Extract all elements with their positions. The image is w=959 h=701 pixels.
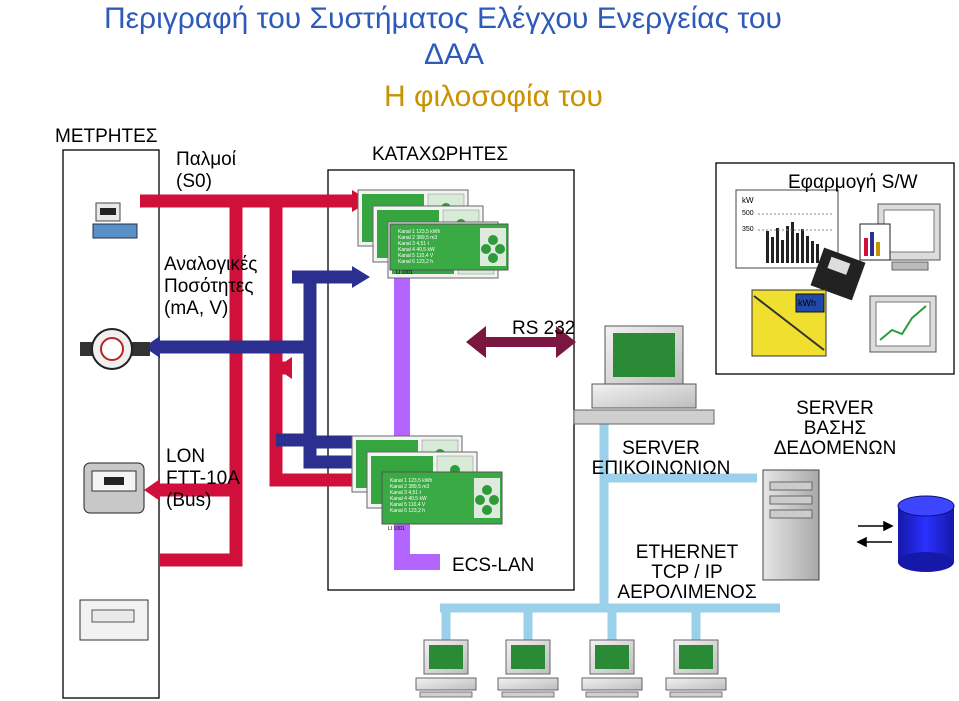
db-server-label-line1: SERVER [796,398,874,419]
rs232-label: RS 232 [512,318,576,339]
panel-row-value: 110,4 V [416,253,434,259]
chart-tick-350: 350 [742,226,754,233]
blue-signal-lines [160,270,352,469]
comm-server-pc-icon [573,325,715,425]
recorder-panels-top [357,189,509,279]
panel-row-value: 389,5 m3 [408,484,430,490]
page-subtitle: Η φιλοσοφία του [384,80,603,113]
chart-tick-500: 500 [742,210,754,217]
software-chart-screen [735,189,839,269]
page-title-line2: ΔΑΑ [424,38,485,71]
comm-server-label-line2: ΕΠΙΚΟΙΝΩΝΙΩΝ [591,458,731,479]
panel-row-value: 40,5 kW [408,496,427,502]
meters-frame [62,149,160,699]
pulse-meter-icon [92,202,138,239]
bus-label-line2: FTT-10A [166,468,240,489]
arrow-red-4 [144,479,160,501]
bus-label-line3: (Bus) [166,490,212,511]
panel-row-label: Kanal 1 [390,478,407,484]
recorder-panels-bottom [351,435,503,525]
workstation-pc-2 [497,639,559,698]
panel-row-label: Kanal 2 [390,484,407,490]
panel-row-value: 4,51 t [416,241,429,247]
chart-bars [766,222,819,263]
panel-footer-top: LI 1001 [396,270,413,276]
recorders-heading: ΚΑΤΑΧΩΡΗΤΕΣ [372,144,509,165]
pulses-label-line1: Παλμοί [176,149,236,170]
ethernet-label-line2: TCP / IP [651,562,723,583]
rs232-arrow [466,326,576,358]
panel-row-label: Kanal 6 [390,508,407,514]
panel-row-label: Kanal 4 [398,247,415,253]
panel-row-value: 123,2 h [416,259,434,265]
panel-row-label: Kanal 5 [398,253,415,259]
workstation-pc-3 [581,639,643,698]
trend-screen-icon [869,295,937,353]
din-meter-icon [79,599,149,641]
pulses-label-line2: (S0) [176,171,212,192]
ethernet-label-line1: ETHERNET [635,542,739,563]
panel-row-value: 110,4 V [408,502,426,508]
meters-heading: ΜΕΤΡΗΤΕΣ [55,126,158,147]
ethernet-network [440,416,780,642]
purple-ecs-lan-line [394,258,440,570]
panel-row-value: 123,5 kWh [408,478,433,484]
workstation-pc-4 [665,639,727,698]
page-title-line1: Περιγραφή του Συστήματος Ελέγχου Ενεργεί… [104,2,782,35]
chart-unit-label: kW [742,196,754,205]
analog-meter-icon [80,328,150,370]
db-link-arrows [856,520,894,548]
panel-display-top: Kanal 1 123,5 kWh Kanal 2 389,5 m3 Kanal… [398,229,440,265]
panel-row-value: 123,5 kWh [416,229,441,235]
comm-server-label-line1: SERVER [622,438,700,459]
panel-row-label: Kanal 2 [398,235,415,241]
analog-label-line3: (mA, V) [164,298,229,319]
workstation-pc-1 [415,639,477,698]
panel-row-label: Kanal 6 [398,259,415,265]
bus-label-line1: LON [166,446,206,467]
database-cylinder-icon [897,495,955,572]
panel-row-label: Kanal 4 [390,496,407,502]
panel-row-label: Kanal 1 [398,229,415,235]
analog-label-line1: Αναλογικές [164,254,258,275]
floppy-disk-icon [810,247,866,301]
panel-row-value: 123,2 h [408,508,426,514]
panel-row-value: 4,51 t [408,490,421,496]
ecs-lan-label: ECS-LAN [452,555,535,576]
kwh-card-icon [795,293,825,313]
red-line-meter-bottom [160,201,243,567]
kwh-label: kWh [798,298,816,308]
arrow-red-3 [276,357,292,379]
panel-row-label: Kanal 3 [390,490,407,496]
documents-icon [859,223,891,261]
software-heading: Εφαρμογή S/W [788,172,918,193]
panel-footer-bottom: LI 1001 [388,526,405,532]
db-server-label-line2: ΒΑΣΗΣ [803,418,867,439]
db-server-tower-icon [762,469,820,581]
red-line-down [269,201,352,487]
software-frame [715,162,955,375]
panel-row-label: Kanal 3 [398,241,415,247]
red-signal-lines [140,194,352,567]
arrow-blue-1 [352,266,370,288]
panel-display-bottom: Kanal 1 123,5 kWh Kanal 2 389,5 m3 Kanal… [390,478,432,514]
ethernet-label-line3: ΑΕΡΟΛΙΜΕΝΟΣ [617,582,757,603]
panel-row-label: Kanal 5 [390,502,407,508]
bus-meter-icon [83,462,145,514]
db-server-label-line3: ΔΕΔΟΜΕΝΩΝ [773,438,897,459]
panel-row-value: 40,5 kW [416,247,435,253]
recorders-frame [327,169,575,591]
panel-row-value: 389,5 m3 [416,235,438,241]
analog-label-line2: Ποσότητες [164,276,254,297]
arrow-blue-3 [144,336,160,358]
